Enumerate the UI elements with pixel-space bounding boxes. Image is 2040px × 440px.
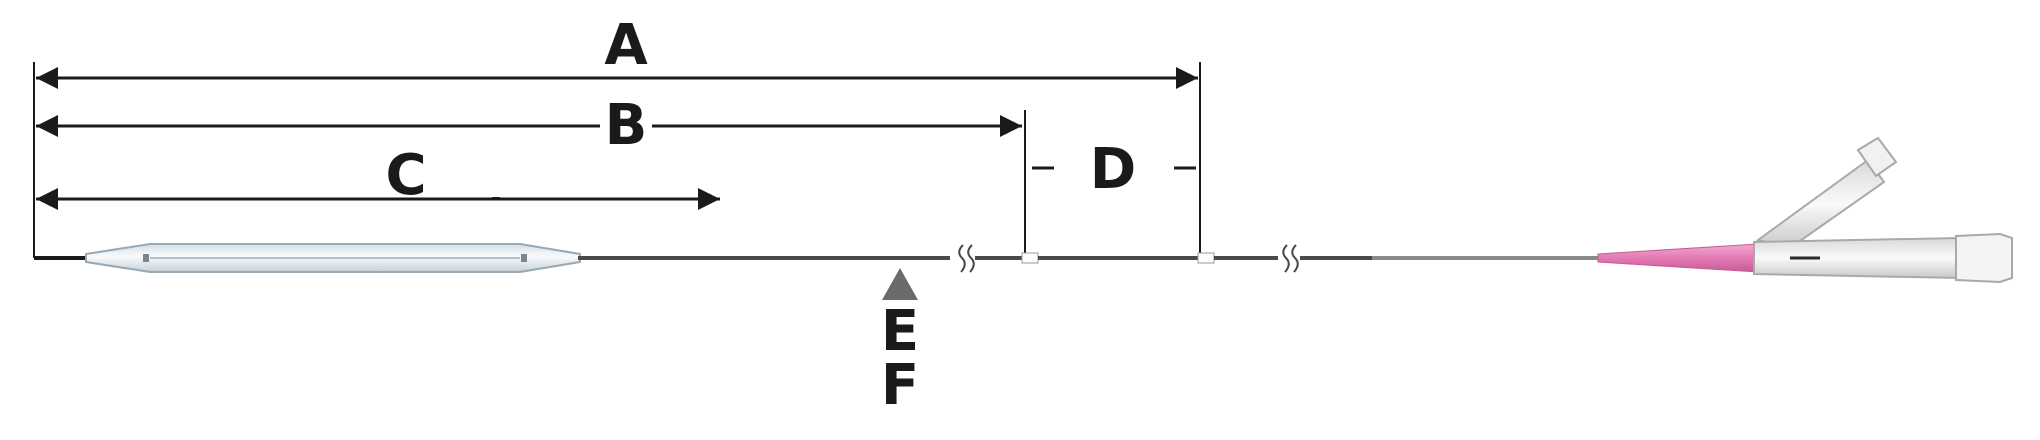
balloon-marker-left	[143, 254, 149, 262]
dimension-b-arrow-left	[36, 115, 58, 137]
dimension-b-arrow-right	[1000, 115, 1022, 137]
label-f: F	[881, 353, 919, 418]
dimension-a-arrow-right	[1176, 67, 1198, 89]
dimension-a	[36, 67, 1198, 89]
shaft-marker-2	[1197, 252, 1215, 264]
shaft-break-1	[958, 244, 975, 273]
balloon-marker-right	[521, 254, 527, 262]
hub	[1753, 136, 2013, 284]
dimension-c	[36, 188, 720, 210]
hub-body	[1753, 236, 1961, 280]
label-a: A	[604, 13, 648, 78]
label-c: C	[385, 143, 426, 208]
label-b-background	[600, 100, 652, 146]
hub-proximal-flare	[1955, 232, 2013, 284]
dimension-c-arrow-left	[36, 188, 58, 210]
shaft-marker-1	[1021, 252, 1039, 264]
label-b-group: B	[600, 93, 652, 158]
dimension-c-arrow-right	[698, 188, 720, 210]
dimension-b	[36, 115, 1022, 137]
shaft-break-2	[1282, 244, 1299, 273]
hub-side-port	[1755, 158, 1886, 250]
strain-relief	[1597, 243, 1759, 273]
label-d: D	[1090, 137, 1136, 202]
label-e: E	[881, 299, 919, 364]
catheter	[34, 136, 2013, 284]
marker-triangle	[882, 268, 918, 300]
dimension-a-arrow-left	[36, 67, 58, 89]
extension-lines	[33, 62, 1201, 258]
label-b: B	[605, 93, 648, 158]
hub-side-port-cap	[1856, 136, 1898, 178]
